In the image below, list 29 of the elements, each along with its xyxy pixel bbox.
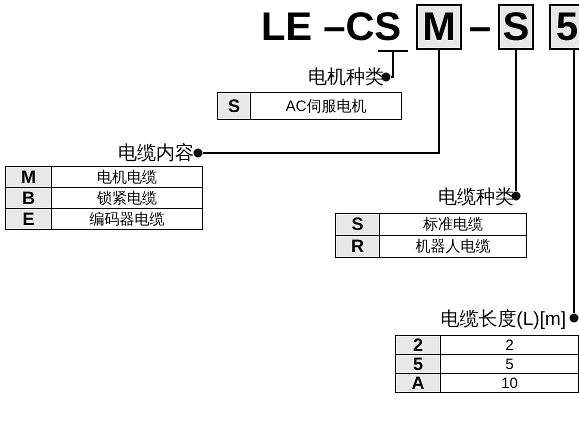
code-option-box: S [498, 4, 534, 50]
code-separator: – [468, 4, 492, 50]
option-description: 10 [440, 373, 579, 393]
option-description: 机器人电缆 [379, 235, 527, 258]
option-code: 5 [395, 354, 441, 374]
option-description: AC伺服电机 [250, 92, 402, 120]
model-code: LE –CS [252, 4, 410, 50]
option-code: 2 [395, 335, 441, 355]
code-option-box: 5 [549, 4, 579, 50]
option-description: 编码器电缆 [51, 208, 203, 230]
code-option-box: M [416, 4, 462, 50]
leader-line [377, 50, 409, 82]
option-code: R [335, 235, 380, 258]
option-description: 2 [440, 335, 579, 355]
option-description: 电机电缆 [51, 166, 203, 188]
option-description: 标准电缆 [379, 213, 527, 236]
leader-line [570, 50, 578, 322]
option-code: B [5, 187, 52, 209]
leader-line [194, 50, 440, 158]
option-heading: 电缆内容 [90, 141, 196, 165]
option-code: M [5, 166, 52, 188]
option-heading: 电缆种类 [412, 185, 516, 209]
option-code: S [217, 92, 251, 120]
option-heading: 电缆长度(L)[m] [400, 306, 568, 332]
option-code: E [5, 208, 52, 230]
leader-line [512, 50, 520, 200]
option-code: A [395, 373, 441, 393]
option-heading: 电机种类 [282, 65, 386, 89]
option-code: S [335, 213, 380, 236]
